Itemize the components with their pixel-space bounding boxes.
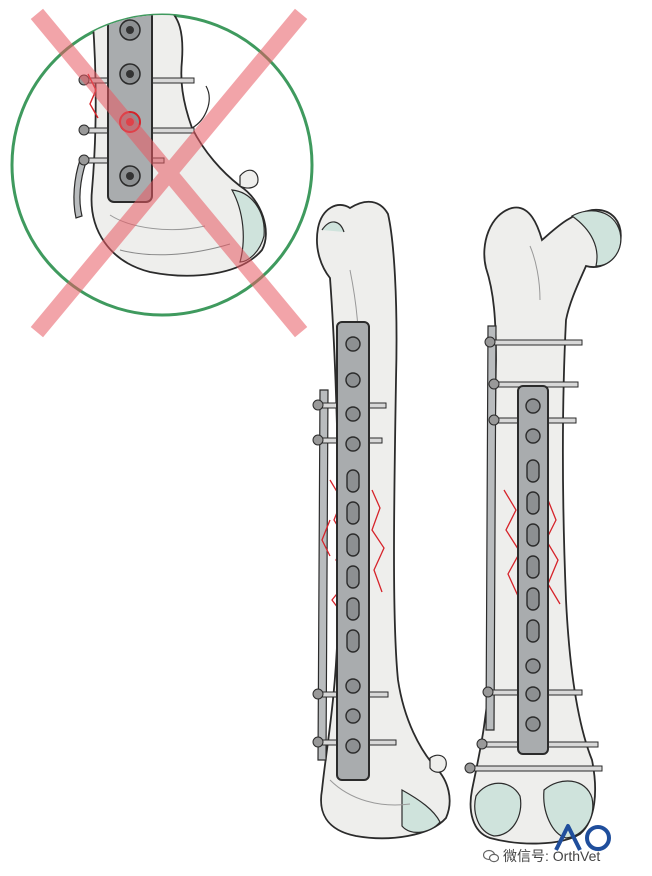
right-plate-holes [525,398,541,732]
inset-incorrect-detail [10,8,314,338]
femur-lateral-view [312,200,451,840]
wechat-watermark: 微信号: OrthVet [483,846,600,866]
incorrect-cross-mark [30,8,308,338]
femur-cranial-view [464,206,622,845]
middle-bent-plate-edge [317,389,329,761]
wechat-icon [483,849,499,863]
inset-condyle-cartilage [230,189,265,263]
right-bent-plate-edge [485,325,497,731]
right-fracture-lines [503,489,561,605]
femoral-head-cartilage [570,210,622,267]
ao-logo-mark [554,824,611,851]
watermark-text: 微信号: OrthVet [503,848,601,864]
middle-plate-holes [345,336,361,754]
ao-logo [552,822,614,852]
